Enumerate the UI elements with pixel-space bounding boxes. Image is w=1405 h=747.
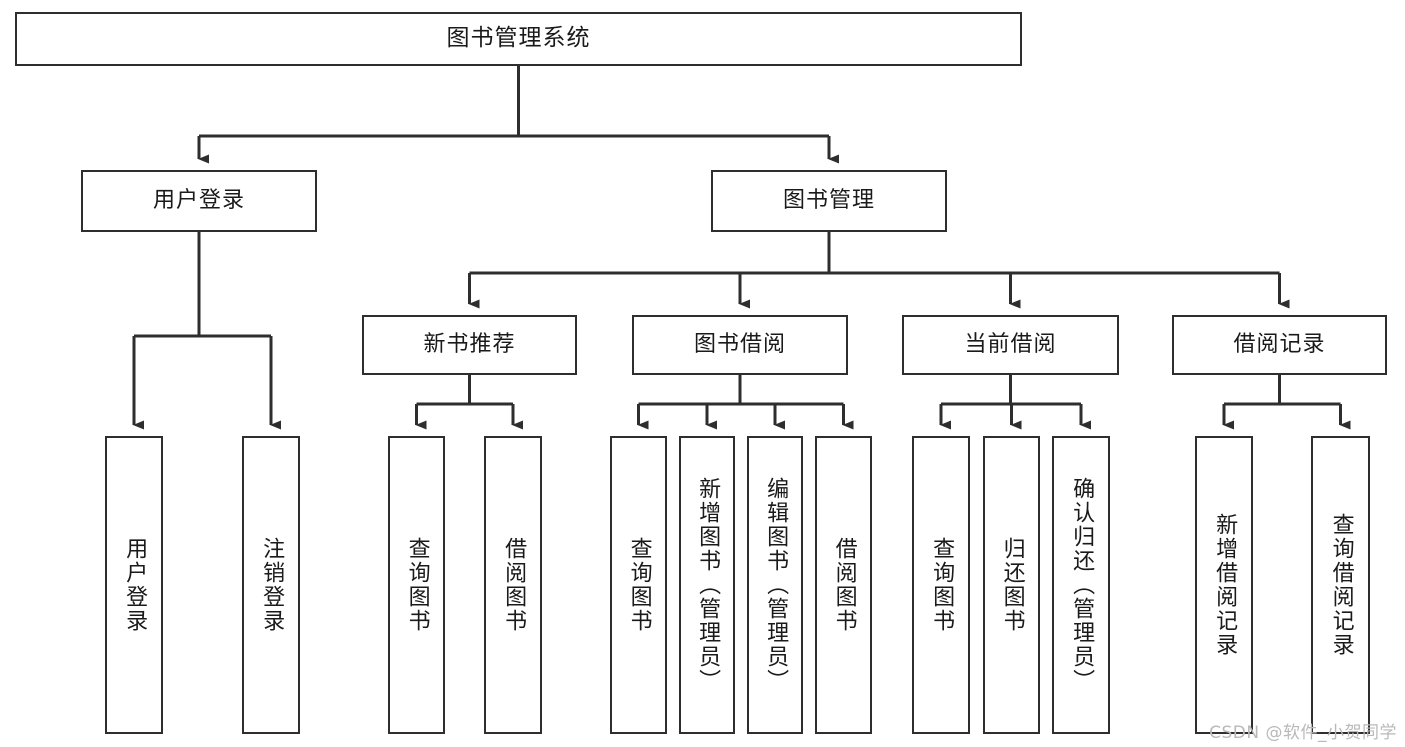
node-label: 新增借阅记录 (1212, 513, 1238, 657)
node-label: 查询图书 (929, 537, 955, 633)
node-label: 用户登录 (152, 187, 245, 213)
node-label: 查询图书 (404, 537, 430, 633)
node-label: 借阅图书 (831, 537, 857, 633)
node-root[interactable]: 图书管理系统 (15, 12, 1022, 66)
node-label: 新书推荐 (423, 331, 516, 357)
node-label: 编辑图书（管理员） (763, 477, 789, 693)
node-leaf-borrow-query[interactable]: 查询图书 (610, 436, 667, 734)
node-label: 归还图书 (999, 537, 1025, 633)
node-leaf-cur-return[interactable]: 归还图书 (983, 436, 1040, 734)
node-leaf-cur-confirm[interactable]: 确认归还（管理员） (1052, 436, 1110, 734)
node-leaf-borrow-lend[interactable]: 借阅图书 (815, 436, 872, 734)
node-user-login[interactable]: 用户登录 (81, 170, 317, 232)
node-borrow-record[interactable]: 借阅记录 (1172, 315, 1387, 375)
node-label: 注销登录 (259, 537, 285, 633)
node-label: 图书借阅 (693, 331, 786, 357)
node-label: 图书管理系统 (446, 25, 591, 52)
node-leaf-user-logout[interactable]: 注销登录 (242, 436, 300, 734)
node-label: 借阅记录 (1233, 331, 1326, 357)
node-leaf-cur-query[interactable]: 查询图书 (912, 436, 970, 734)
node-label: 确认归还（管理员） (1069, 477, 1095, 693)
node-label: 新增图书（管理员） (695, 477, 721, 693)
node-book-borrow[interactable]: 图书借阅 (632, 315, 848, 375)
node-leaf-borrow-edit[interactable]: 编辑图书（管理员） (747, 436, 803, 734)
watermark-text: CSDN @软件_小贺同学 (1209, 723, 1397, 743)
node-leaf-rec-query[interactable]: 查询图书 (388, 436, 445, 734)
node-leaf-rec-add[interactable]: 新增借阅记录 (1195, 436, 1253, 734)
node-label: 当前借阅 (964, 331, 1057, 357)
node-leaf-borrow-add[interactable]: 新增图书（管理员） (679, 436, 735, 734)
node-leaf-user-login[interactable]: 用户登录 (105, 436, 163, 734)
node-leaf-rec-borrow[interactable]: 借阅图书 (484, 436, 542, 734)
node-label: 图书管理 (782, 187, 875, 213)
node-label: 用户登录 (122, 537, 148, 633)
node-new-book-rec[interactable]: 新书推荐 (362, 315, 577, 375)
node-book-manage[interactable]: 图书管理 (711, 170, 947, 232)
node-label: 借阅图书 (501, 537, 527, 633)
node-label: 查询借阅记录 (1328, 513, 1354, 657)
node-current-borrow[interactable]: 当前借阅 (902, 315, 1119, 375)
node-label: 查询图书 (626, 537, 652, 633)
node-leaf-rec-search[interactable]: 查询借阅记录 (1311, 436, 1370, 734)
